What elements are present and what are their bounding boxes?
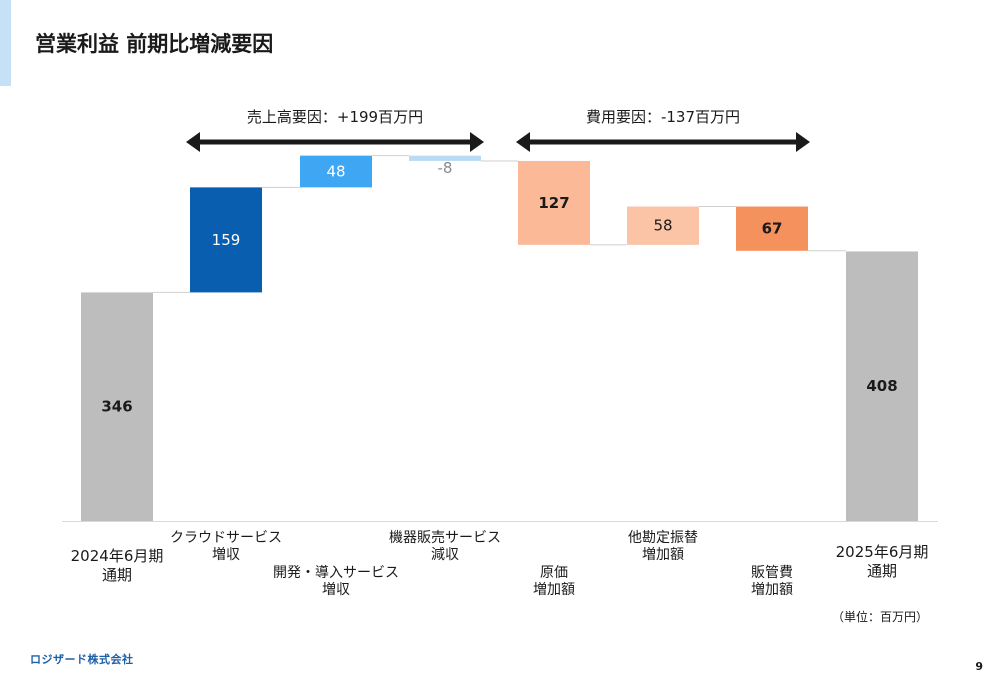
category-label: クラウドサービス 増収 <box>170 530 282 563</box>
bar-value-label: 67 <box>762 220 783 238</box>
page-number: 9 <box>975 660 983 673</box>
bar-value-label: 346 <box>101 398 132 416</box>
waterfall-bar <box>81 292 153 521</box>
bar-value-label: 159 <box>212 231 241 249</box>
revenue-factor-arrow <box>186 132 484 152</box>
category-label: 開発・導入サービス 増収 <box>273 565 399 598</box>
cost-factor-label: 費用要因：-137百万円 <box>585 108 741 126</box>
revenue-factor-label: 売上高要因：+199百万円 <box>246 108 424 126</box>
category-label: 原価 増加額 <box>533 565 575 598</box>
bar-value-label: -8 <box>438 159 453 177</box>
bar-value-label: 408 <box>866 377 897 395</box>
category-label: 機器販売サービス 減収 <box>389 530 501 563</box>
waterfall-bar <box>846 251 918 521</box>
cost-factor-arrow <box>516 132 810 152</box>
waterfall-bar <box>300 155 372 188</box>
bar-value-label: 127 <box>538 194 569 212</box>
category-label: 2025年6月期 通期 <box>835 543 929 580</box>
waterfall-bar <box>518 160 590 245</box>
category-label: 他勘定振替 増加額 <box>628 530 698 563</box>
waterfall-bar <box>190 187 262 293</box>
bar-value-label: 48 <box>326 163 345 181</box>
title-accent-bar <box>0 0 11 86</box>
waterfall-bar <box>627 206 699 245</box>
waterfall-bar <box>736 206 808 251</box>
waterfall-bar <box>409 155 481 161</box>
company-logo: ロジザード株式会社 <box>30 653 134 666</box>
unit-note: （単位：百万円） <box>831 610 928 624</box>
category-label: 2024年6月期 通期 <box>70 547 164 584</box>
bar-value-label: 58 <box>653 217 672 235</box>
category-label: 販管費 増加額 <box>751 565 793 598</box>
page-title: 営業利益 前期比増減要因 <box>35 32 274 56</box>
